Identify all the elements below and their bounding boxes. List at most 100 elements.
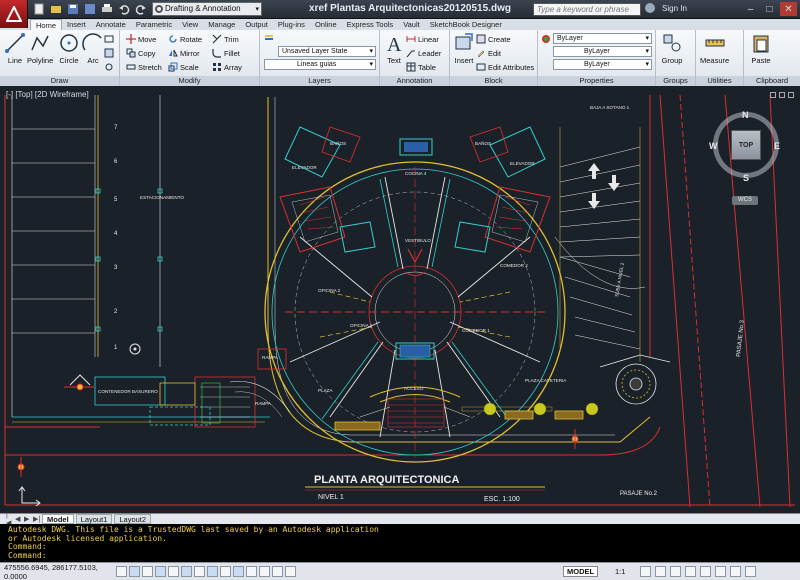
leader-button[interactable]: Leader (406, 48, 441, 58)
color-wheel-icon[interactable] (541, 34, 551, 44)
save-icon[interactable] (66, 2, 80, 16)
annotation-scale[interactable]: 1:1 (615, 567, 626, 576)
open-folder-icon[interactable] (49, 2, 63, 16)
model-space-button[interactable]: MODEL (563, 566, 599, 577)
groups-panel-title[interactable]: Groups (656, 76, 695, 86)
tab-annotate[interactable]: Annotate (95, 20, 126, 29)
workspace-switching-icon[interactable] (670, 566, 681, 577)
tab-online[interactable]: Online (314, 20, 337, 29)
first-layout-icon[interactable]: |◀ (6, 511, 12, 527)
layer-properties-icon[interactable] (264, 33, 274, 43)
move-button[interactable]: Move (126, 34, 156, 44)
block-panel-title[interactable]: Block (450, 76, 537, 86)
scale-button[interactable]: Scale (168, 62, 199, 72)
region-icon[interactable] (104, 62, 114, 72)
dynamic-ucs-toggle[interactable] (220, 566, 231, 577)
next-layout-icon[interactable]: ▶ (24, 516, 30, 523)
tab-view[interactable]: View (182, 20, 199, 29)
auto-scale-icon[interactable] (655, 566, 666, 577)
layout-tab-layout2[interactable]: Layout2 (114, 514, 152, 524)
compass-south[interactable]: S (743, 173, 750, 183)
tab-manage[interactable]: Manage (208, 20, 236, 29)
maximize-button[interactable]: □ (766, 3, 773, 15)
viewport-restore-icon[interactable] (779, 92, 785, 98)
prev-layout-icon[interactable]: ◀ (15, 516, 21, 523)
close-button[interactable]: ✕ (780, 2, 797, 16)
edit-attributes-button[interactable]: Edit Attributes (476, 62, 534, 72)
minimize-button[interactable]: – (747, 3, 754, 15)
undo-icon[interactable] (117, 2, 131, 16)
rectangle-icon[interactable] (104, 34, 114, 44)
quick-properties-toggle[interactable] (272, 566, 283, 577)
fillet-button[interactable]: Fillet (212, 48, 240, 58)
draw-panel-title[interactable]: Draw (0, 76, 119, 86)
mirror-button[interactable]: Mirror (168, 48, 200, 58)
hatch-icon[interactable] (104, 48, 114, 58)
hardware-acceleration-icon[interactable] (700, 566, 711, 577)
object-snap-toggle[interactable] (181, 566, 192, 577)
transparency-toggle[interactable] (259, 566, 270, 577)
tab-sketchbook-designer[interactable]: SketchBook Designer (429, 20, 502, 29)
user-icon[interactable] (645, 3, 655, 13)
tab-plugins[interactable]: Plug-ins (277, 20, 305, 29)
line-button[interactable]: Line (4, 32, 26, 65)
drawing-canvas[interactable]: 7 6 5 4 3 2 1 (0, 87, 800, 513)
layers-panel-title[interactable]: Layers (260, 76, 379, 86)
polyline-button[interactable]: Polyline (27, 32, 53, 65)
wcs-menu[interactable]: WCS (732, 196, 758, 205)
selection-cycling-toggle[interactable] (285, 566, 296, 577)
utilities-panel-title[interactable]: Utilities (696, 76, 743, 86)
layer-state-combo[interactable]: Unsaved Layer State (278, 46, 376, 57)
modify-panel-title[interactable]: Modify (120, 76, 259, 86)
color-combo[interactable]: ByLayer (553, 33, 652, 44)
rotate-button[interactable]: Rotate (168, 34, 202, 44)
infer-constraints-toggle[interactable] (116, 566, 127, 577)
table-button[interactable]: Table (406, 62, 436, 72)
tab-insert[interactable]: Insert (67, 20, 86, 29)
linetype-combo[interactable]: ByLayer (553, 46, 652, 57)
layout-tab-model[interactable]: Model (42, 514, 74, 524)
lineweight-toggle[interactable] (246, 566, 257, 577)
compass-north[interactable]: N (742, 110, 749, 120)
tab-home[interactable]: Home (30, 19, 63, 30)
annotation-panel-title[interactable]: Annotation (380, 76, 449, 86)
3d-object-snap-toggle[interactable] (194, 566, 205, 577)
polar-tracking-toggle[interactable] (168, 566, 179, 577)
compass-ring[interactable] (713, 112, 779, 178)
search-input[interactable] (533, 3, 641, 16)
last-layout-icon[interactable]: ▶| (33, 516, 41, 523)
sign-in-link[interactable]: Sign In (662, 4, 687, 13)
edit-block-button[interactable]: Edit (476, 48, 501, 58)
insert-block-button[interactable]: Insert (453, 32, 475, 65)
grid-display-toggle[interactable] (142, 566, 153, 577)
viewport-minimize-icon[interactable] (770, 92, 776, 98)
annotation-visibility-icon[interactable] (640, 566, 651, 577)
ortho-mode-toggle[interactable] (155, 566, 166, 577)
compass-west[interactable]: W (709, 141, 718, 151)
tab-output[interactable]: Output (245, 20, 268, 29)
trim-button[interactable]: Trim (212, 34, 239, 44)
properties-panel-title[interactable]: Properties (538, 76, 655, 86)
layout-tab-layout1[interactable]: Layout1 (75, 514, 113, 524)
lineweight-combo[interactable]: ByLayer (553, 59, 652, 70)
clipboard-panel-title[interactable]: Clipboard (744, 76, 800, 86)
measure-button[interactable]: Measure (700, 32, 729, 65)
command-input-prompt[interactable]: Command: (8, 550, 47, 560)
clean-screen-icon[interactable] (745, 566, 756, 577)
group-button[interactable]: Group (661, 32, 683, 65)
circle-button[interactable]: Circle (58, 32, 80, 65)
arc-button[interactable]: Arc (82, 32, 104, 65)
status-menu-icon[interactable] (730, 566, 741, 577)
compass-east[interactable]: E (774, 141, 781, 151)
viewcube-top-face[interactable]: TOP (731, 130, 761, 160)
create-block-button[interactable]: Create (476, 34, 511, 44)
redo-icon[interactable] (134, 2, 148, 16)
tab-parametric[interactable]: Parametric (135, 20, 173, 29)
object-snap-tracking-toggle[interactable] (207, 566, 218, 577)
coordinate-readout[interactable]: 475556.6945, 286177.5103, 0.0000 (4, 562, 98, 580)
viewport-close-icon[interactable] (788, 92, 794, 98)
command-line[interactable]: Autodesk DWG. This file is a TrustedDWG … (0, 524, 800, 562)
tab-express-tools[interactable]: Express Tools (346, 20, 394, 29)
isolate-objects-icon[interactable] (715, 566, 726, 577)
linear-dimension-button[interactable]: Linear (406, 34, 439, 44)
